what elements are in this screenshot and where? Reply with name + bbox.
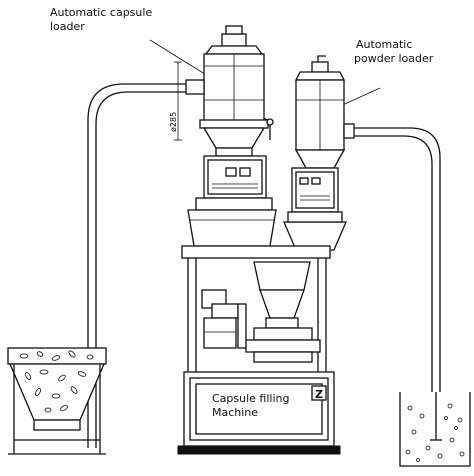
- powder-loader-control-box: [291, 167, 339, 213]
- capsule-feed-hose: [87, 83, 190, 448]
- powder-loader-label-line2: powder loader: [354, 52, 434, 65]
- capsule-hopper: [187, 197, 277, 247]
- dimension-label: ø285: [169, 112, 178, 132]
- powder-hopper: [283, 211, 347, 251]
- capsule-filling-machine-frame: [181, 245, 331, 372]
- machine-label-line2: Machine: [212, 406, 258, 419]
- capsule-supply-hopper: [7, 347, 107, 455]
- capsule-loader-control-box: [203, 155, 267, 199]
- capsule-loader-leader-line: [149, 39, 209, 77]
- machine-base-plate: [177, 445, 341, 455]
- machine-label-line1: Capsule filling: [212, 392, 289, 405]
- capsule-loader-label-line1: Automatic capsule: [50, 6, 152, 19]
- capsule-filling-machine-base: Z Capsule filling Machine: [177, 371, 341, 455]
- powder-feed-hose: [350, 127, 441, 392]
- machine-logo: Z: [315, 388, 323, 401]
- powder-supply-container: [399, 392, 471, 467]
- capsule-loader-label-line2: loader: [50, 20, 85, 33]
- automatic-capsule-loader: ø285: [169, 25, 274, 157]
- powder-loader-label-line1: Automatic: [356, 38, 412, 51]
- automatic-powder-loader: [294, 55, 355, 169]
